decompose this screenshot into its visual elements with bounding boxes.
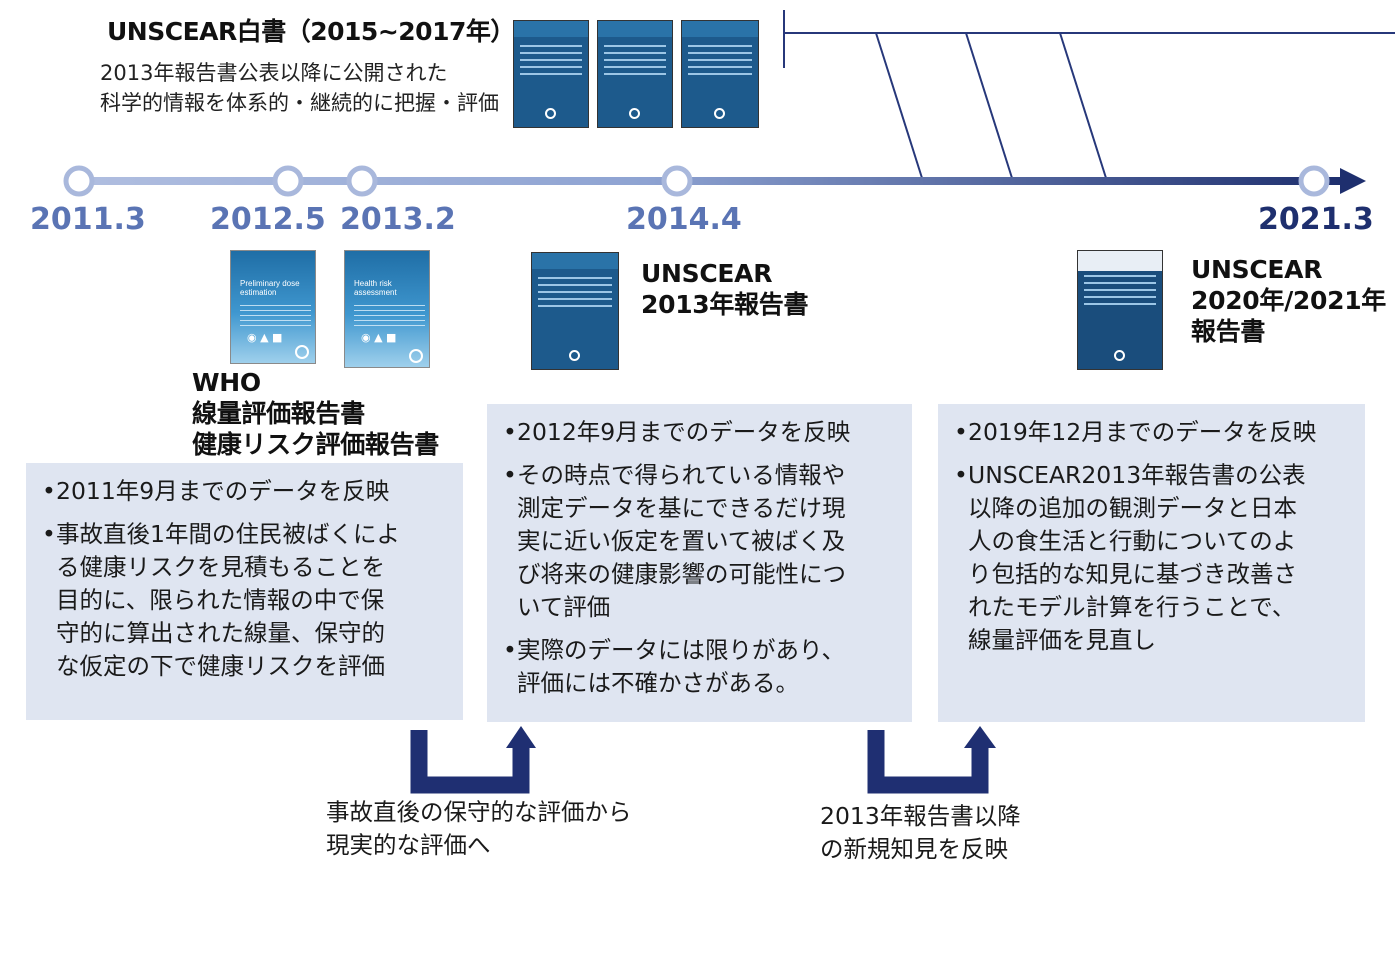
connector-arrow-right [867, 730, 989, 794]
cover-icons: ◉ ▲ ■ [247, 331, 283, 344]
milestone-2014-4 [661, 165, 693, 197]
who-report-label: WHO 線量評価報告書 健康リスク評価報告書 [192, 367, 439, 460]
white-paper-description: 2013年報告書公表以降に公開された 科学的情報を体系的・継続的に把握・評価 [100, 58, 499, 118]
un-emblem-icon [714, 108, 725, 119]
u2013-bullet-3: 実際のデータには限りがあり、 評価には不確かさがある。 [503, 634, 902, 700]
u2013-bullet-2: その時点で得られている情報や 測定データを基にできるだけ現 実に近い仮定を置いて… [503, 459, 902, 624]
unscear-2013-label: UNSCEAR 2013年報告書 [641, 258, 808, 320]
white-paper-cover-2017 [681, 20, 759, 128]
connector-arrowhead-right [964, 726, 996, 748]
milestone-2011-3 [63, 165, 95, 197]
who-label-line1: WHO [192, 368, 261, 397]
date-label-2012-5: 2012.5 [210, 202, 326, 237]
unscear-2020-label-line3: 報告書 [1191, 317, 1266, 346]
date-label-2013-2: 2013.2 [340, 202, 456, 237]
unscear-2020-summary-box: 2019年12月までのデータを反映 UNSCEAR2013年報告書の公表 以降の… [938, 404, 1365, 722]
milestone-2021-3 [1298, 165, 1330, 197]
timeline-bar [78, 177, 1340, 185]
who-summary-box: 2011年9月までのデータを反映 事故直後1年間の住民被ばくによ る健康リスクを… [26, 463, 463, 720]
milestone-2013-2 [346, 165, 378, 197]
unscear-2020-label: UNSCEAR 2020年/2021年 報告書 [1191, 254, 1386, 347]
connector-arrow-left [410, 730, 530, 794]
un-emblem-icon [569, 350, 580, 361]
timeline-arrowhead [1340, 168, 1366, 194]
un-emblem-icon [629, 108, 640, 119]
unscear-2020-label-line2: 2020年/2021年 [1191, 286, 1386, 315]
white-paper-bracket [783, 10, 1395, 179]
u2020-bullet-2: UNSCEAR2013年報告書の公表 以降の追加の観測データと日本 人の食生活と… [954, 459, 1355, 657]
date-label-2021-3: 2021.3 [1258, 202, 1374, 237]
caption-conservative-to-realistic: 事故直後の保守的な評価から 現実的な評価へ [326, 798, 632, 859]
who-label-line3: 健康リスク評価報告書 [192, 430, 440, 459]
unscear-2020-label-line1: UNSCEAR [1191, 255, 1323, 284]
unscear-2013-summary-box: 2012年9月までのデータを反映 その時点で得られている情報や 測定データを基に… [487, 404, 912, 722]
who-cover-title: Health risk assessment [354, 279, 397, 297]
white-paper-cover-2015 [513, 20, 589, 128]
date-label-2011-3: 2011.3 [30, 202, 146, 237]
who-cover-title: Preliminary dose estimation [240, 279, 300, 297]
connector-arrowhead-left [506, 726, 536, 748]
caption-new-findings: 2013年報告書以降 の新規知見を反映 [820, 802, 1021, 863]
date-label-2014-4: 2014.4 [626, 202, 742, 237]
white-paper-desc-line2: 科学的情報を体系的・継続的に把握・評価 [100, 91, 499, 115]
who-health-risk-report-cover: Health risk assessment ◉ ▲ ■ [344, 250, 430, 368]
milestone-2012-5 [272, 165, 304, 197]
unscear-2013-label-line2: 2013年報告書 [641, 290, 809, 319]
un-emblem-icon [1114, 350, 1125, 361]
who-bullet-1: 2011年9月までのデータを反映 [42, 475, 453, 508]
white-paper-cover-2016 [597, 20, 673, 128]
who-bullet-2: 事故直後1年間の住民被ばくによ る健康リスクを見積もることを 目的に、限られた情… [42, 518, 453, 683]
unscear-2020-report-cover [1077, 250, 1163, 370]
u2020-bullet-1: 2019年12月までのデータを反映 [954, 416, 1355, 449]
who-logo-icon [409, 349, 423, 363]
unscear-2013-label-line1: UNSCEAR [641, 259, 773, 288]
unscear-2013-report-cover [531, 252, 619, 370]
u2013-bullet-1: 2012年9月までのデータを反映 [503, 416, 902, 449]
un-emblem-icon [545, 108, 556, 119]
cover-icons: ◉ ▲ ■ [361, 331, 397, 344]
white-paper-title: UNSCEAR白書（2015~2017年） [107, 17, 515, 46]
who-logo-icon [295, 345, 309, 359]
who-dose-report-cover: Preliminary dose estimation ◉ ▲ ■ [230, 250, 316, 364]
who-label-line2: 線量評価報告書 [192, 399, 365, 428]
white-paper-desc-line1: 2013年報告書公表以降に公開された [100, 61, 448, 85]
